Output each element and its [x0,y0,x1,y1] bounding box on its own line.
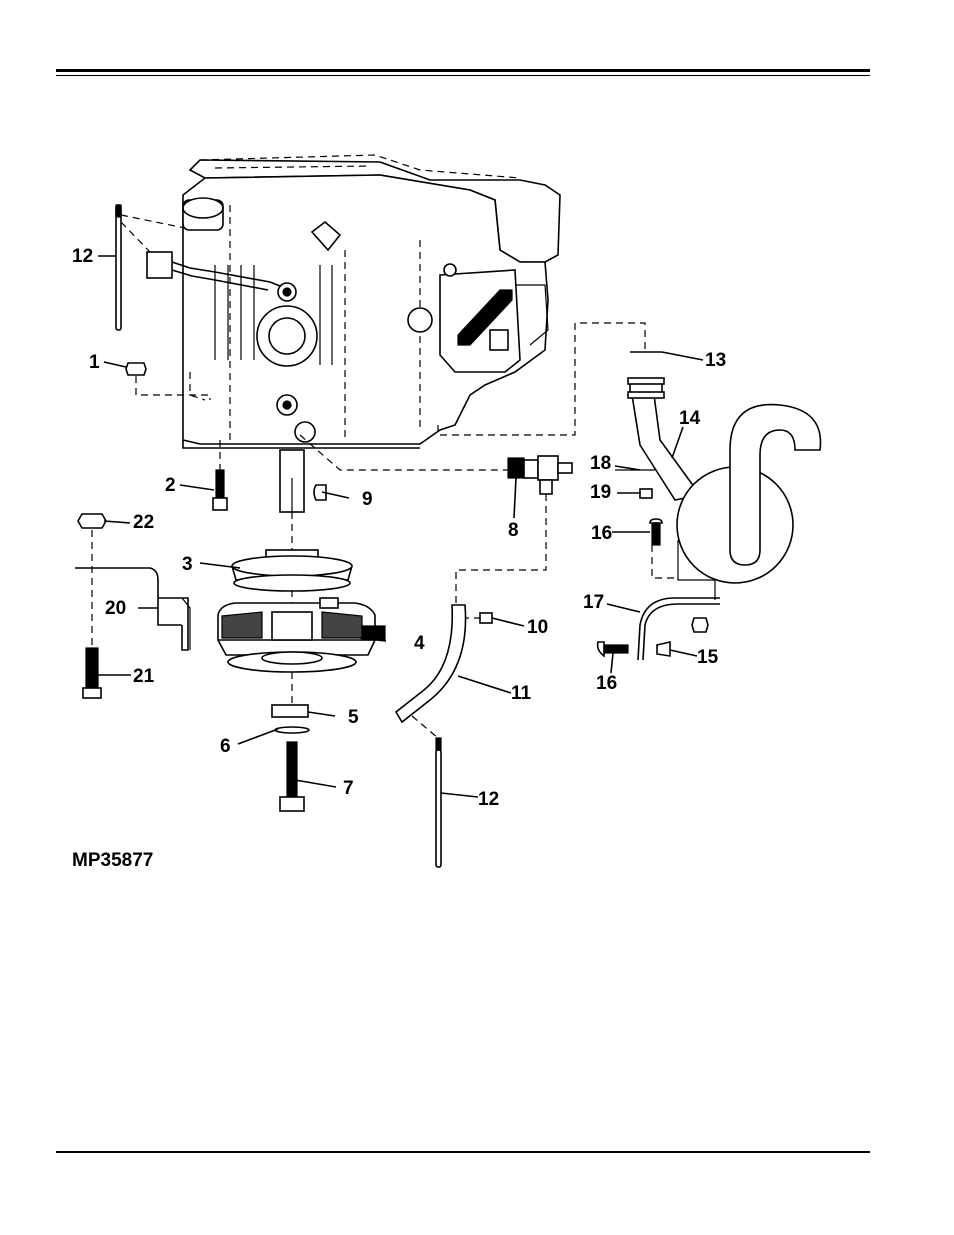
callout-11: 11 [511,683,532,704]
part-15-nut [656,617,709,657]
callout-16: 16 [591,523,612,544]
callout-21: 21 [133,666,155,687]
callout-3: 3 [182,554,193,575]
callout-13: 13 [705,350,726,371]
header-rule-thin [56,75,870,76]
callout-20: 20 [105,598,126,619]
part-6-washer [274,726,310,734]
part-8-fitting [455,455,573,605]
callout-2: 2 [165,475,176,496]
callout-19: 19 [590,482,611,503]
header-rule-thick [56,69,870,72]
part-16-bolt-lower [596,641,629,658]
engine [146,154,561,513]
callout-10: 10 [527,617,548,638]
part-12-dipstick-lower [435,737,442,868]
part-12-dipstick-upper [115,204,186,331]
part-22-nut [77,513,107,645]
callout-18: 18 [590,453,611,474]
leader-lines [98,255,704,798]
callout-6: 6 [220,736,231,757]
part-7-bolt [279,741,305,812]
part-4-clutch [217,597,386,705]
callout-9: 9 [362,489,373,510]
part-21-bolt [82,647,102,699]
callout-8: 8 [508,520,519,541]
callout-labels: 12 1 2 9 8 22 3 20 4 21 5 6 7 10 11 12 1… [72,246,726,871]
part-1-nut [125,362,211,400]
callout-5: 5 [348,707,359,728]
callout-17: 17 [583,592,604,613]
callout-15: 15 [697,647,719,668]
part-5-spacer [271,704,309,718]
figure-id-label: MP35877 [72,850,153,871]
footer-rule [56,1151,870,1153]
callout-22: 22 [133,512,154,533]
callout-7: 7 [343,778,354,799]
callout-12-lower: 12 [478,789,499,810]
part-11-hose [394,604,467,739]
part-14-muffler [627,377,822,600]
callout-12: 12 [72,246,93,267]
callout-14: 14 [679,408,701,429]
part-19-nut [639,488,653,499]
part-9-key [313,484,327,501]
part-16-bolt-upper [649,518,678,579]
part-3-pulley [231,549,353,605]
callout-16-lower: 16 [596,673,617,694]
callout-1: 1 [89,352,100,373]
part-17-bracket [637,597,720,661]
callout-4: 4 [414,633,425,654]
part-10-clamp [462,612,493,624]
part-20-bracket [75,567,191,651]
part-2-bolt [212,440,228,511]
